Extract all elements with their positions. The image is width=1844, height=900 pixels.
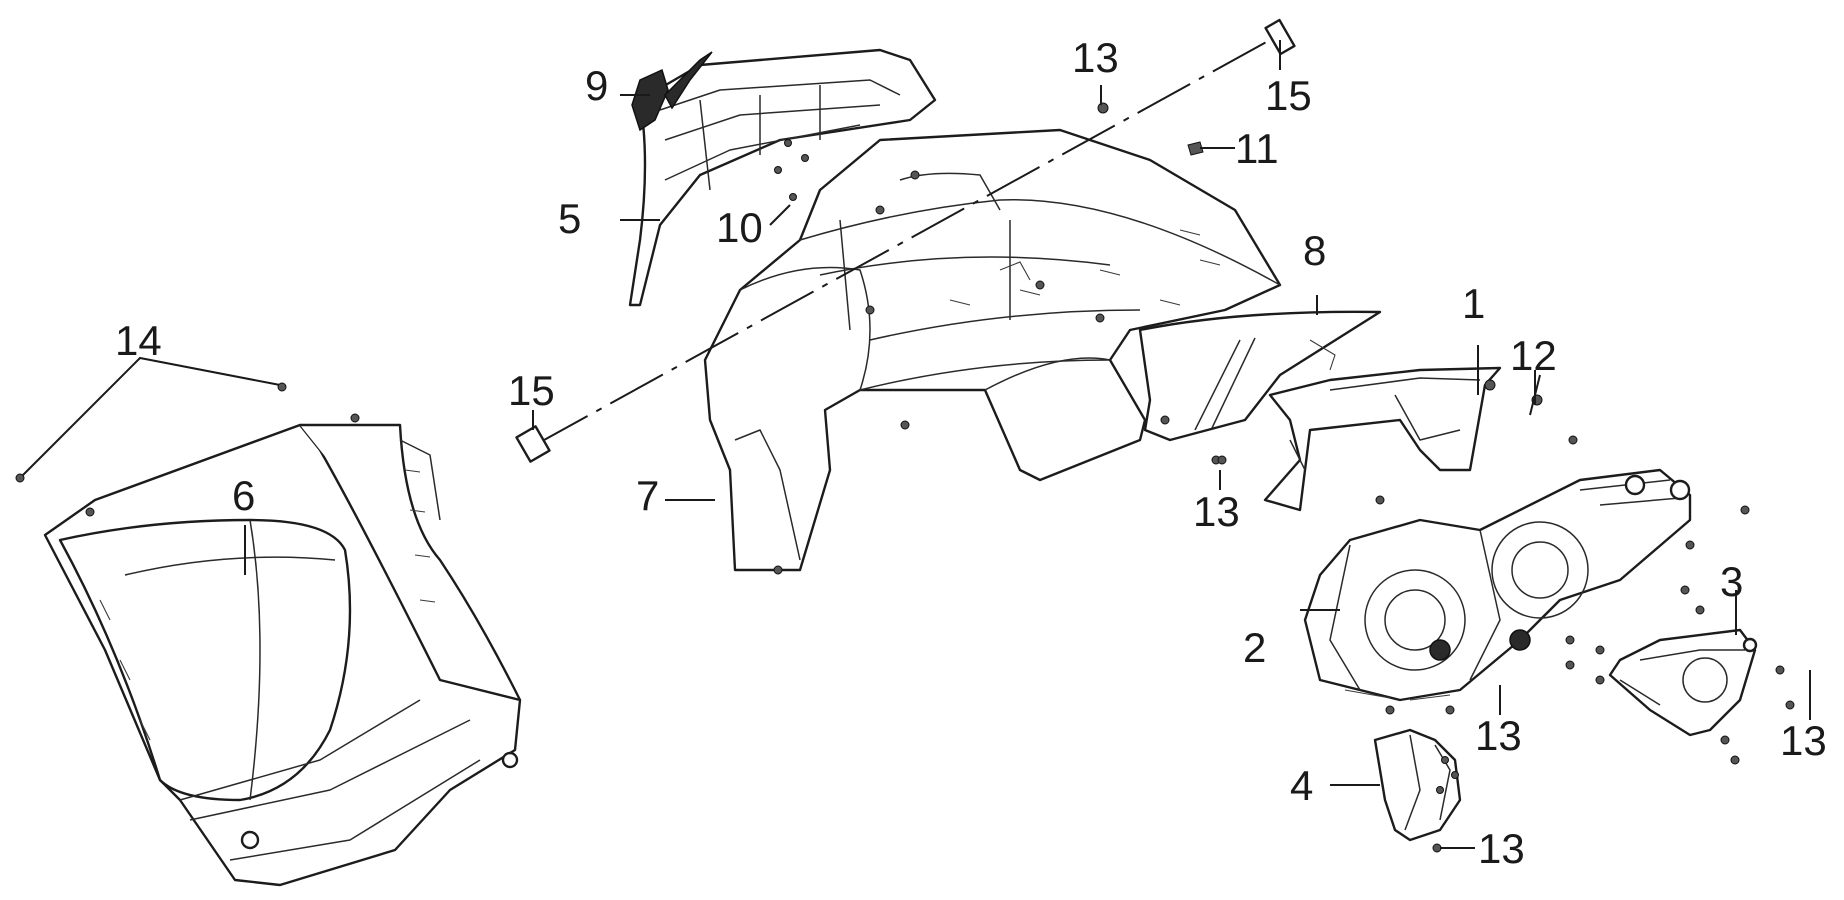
part-6-front-cover bbox=[43, 423, 522, 887]
part-3-turn-signal bbox=[1608, 628, 1758, 737]
callout-13-mid: 13 bbox=[1193, 488, 1240, 535]
callout-7: 7 bbox=[636, 472, 659, 519]
part-7-main-cover bbox=[703, 128, 1282, 575]
callout-11: 11 bbox=[1235, 125, 1279, 172]
part-4-turn-signal bbox=[1373, 728, 1462, 842]
callout-2: 2 bbox=[1243, 624, 1266, 671]
part-10-clips bbox=[774, 139, 809, 201]
callout-3: 3 bbox=[1720, 558, 1743, 605]
callout-8: 8 bbox=[1303, 227, 1326, 274]
part-5-inner-panel bbox=[628, 48, 937, 307]
callout-13-bottom: 13 bbox=[1478, 825, 1525, 872]
callout-10: 10 bbox=[716, 204, 763, 251]
callout-13-right: 13 bbox=[1780, 717, 1827, 764]
part-9-bracket bbox=[631, 51, 713, 132]
callout-9: 9 bbox=[585, 62, 608, 109]
callout-1: 1 bbox=[1462, 280, 1485, 327]
part-8-side-panel bbox=[1138, 310, 1382, 442]
callout-15-top: 15 bbox=[1265, 72, 1312, 119]
callout-13-top: 13 bbox=[1072, 34, 1119, 81]
part-2-headlight bbox=[1303, 468, 1692, 702]
callout-15-left: 15 bbox=[508, 367, 555, 414]
part-15-bolts bbox=[515, 18, 1296, 463]
callout-14: 14 bbox=[115, 317, 162, 364]
callout-labels: 1 2 3 4 5 6 7 8 9 10 11 12 13 13 13 13 1… bbox=[115, 34, 1827, 872]
callout-12: 12 bbox=[1510, 332, 1557, 379]
part-14-screws bbox=[15, 356, 360, 517]
callout-13-headlight: 13 bbox=[1475, 712, 1522, 759]
callout-4: 4 bbox=[1290, 762, 1313, 809]
part-1-bracket bbox=[1263, 366, 1502, 512]
callout-6: 6 bbox=[232, 472, 255, 519]
callout-5: 5 bbox=[558, 195, 581, 242]
leader-lines bbox=[244, 40, 1811, 849]
